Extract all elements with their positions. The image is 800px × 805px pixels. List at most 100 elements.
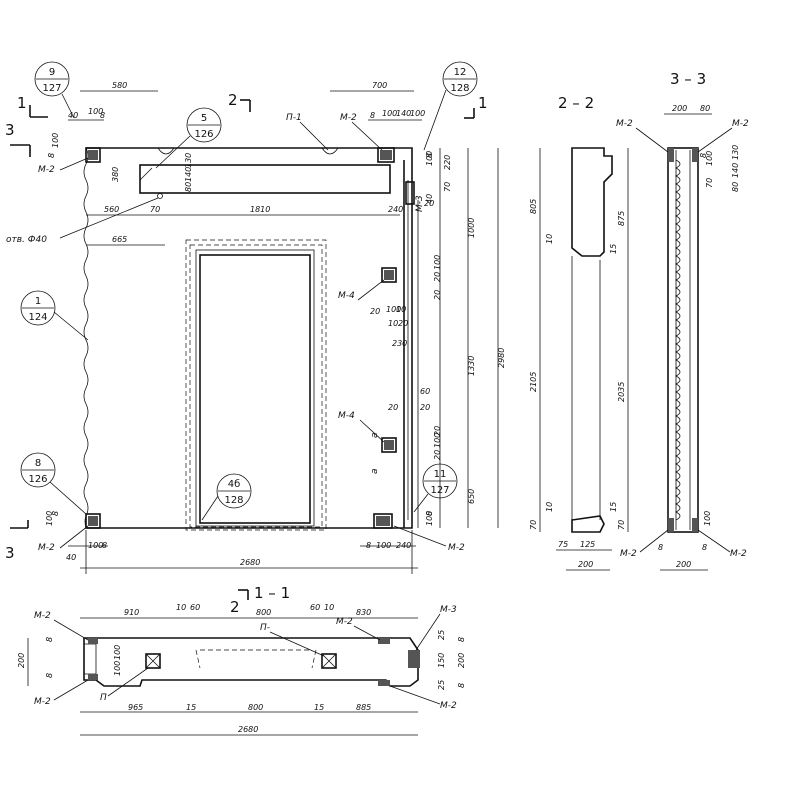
dim-1-1-r8: 8: [457, 637, 466, 642]
section-3-3-plate-tl: [668, 148, 674, 162]
hole-d40: [157, 193, 163, 199]
dim-1-1-885: 885: [356, 703, 371, 712]
section-1-1-plate-pshort: [321, 653, 337, 669]
dim-2105: 2105: [529, 372, 538, 392]
dim-bl-8b: 8: [102, 541, 107, 550]
callout-1-124: 1 124: [20, 290, 89, 341]
dim-3-3-8: 8: [699, 153, 708, 158]
dim-r-650: 650: [467, 489, 476, 504]
dim-805: 805: [529, 199, 538, 214]
leader-1-1-m2-tr: [353, 625, 381, 641]
leader-1-1-m2-bl: [53, 679, 89, 701]
dim-top-140: 140: [396, 109, 411, 118]
callout-9-127: 9 127: [34, 61, 75, 119]
dim-m4-20d: 20: [398, 319, 408, 328]
dim-665: 665: [112, 235, 127, 244]
svg-text:4б: 4б: [228, 479, 241, 490]
dim-top-8: 8: [100, 111, 105, 120]
dim-3-3-130: 130: [731, 145, 740, 160]
section-1-1-dash-2: [311, 649, 317, 669]
dim-top-m2-100: 100: [382, 109, 397, 118]
dim-1810: 1810: [250, 205, 270, 214]
dim-1-1-830: 830: [356, 608, 371, 617]
lifting-loop-p1: [321, 147, 339, 155]
cut-3-bottom-label: 3: [5, 544, 15, 562]
svg-text:1: 1: [35, 296, 41, 307]
label-m3: М-3: [415, 195, 425, 212]
dim-1-1-r8b: 8: [457, 683, 466, 688]
section-1-1-plate-m2-br: [378, 680, 390, 686]
dim-br-8: 8: [366, 541, 371, 550]
label-3-3-m2-left: М-2: [616, 119, 633, 129]
dim-2035: 2035: [617, 382, 626, 402]
dim-m4-100: 100: [433, 255, 442, 270]
door-opening: [199, 254, 311, 524]
title-3-3: 3 – 3: [670, 70, 706, 88]
dim-1-1-800b: 800: [248, 703, 263, 712]
label-3-3-m2-bl: М-2: [620, 549, 637, 559]
label-1-1-p-short: П-: [260, 623, 270, 633]
plate-m4-lower-fill: [384, 440, 394, 450]
leader-m2-top-right: [351, 121, 383, 151]
svg-text:5: 5: [201, 113, 207, 124]
dim-top-m2-8: 8: [370, 111, 375, 120]
section-1-1-plate-m3: [408, 650, 420, 668]
plate-m4-lower: [381, 437, 397, 453]
dim-10: 10: [545, 234, 554, 244]
label-a-1: а: [370, 432, 380, 438]
leader-m2-top-left: [59, 157, 89, 171]
cut-3-label: 3: [5, 121, 15, 139]
leader-m2-bottom-right: [393, 525, 447, 547]
dim-3-3-80v: 80: [731, 182, 740, 192]
label-3-3-m2-br: М-2: [730, 549, 747, 559]
leader-1-1-m2-tl: [53, 619, 89, 641]
dim-75: 75: [558, 540, 568, 549]
dim-top-40: 40: [68, 111, 78, 120]
svg-text:127: 127: [42, 83, 61, 94]
dim-m4-20: 20: [433, 272, 442, 282]
leader-p1: [299, 121, 329, 151]
dim-3-3-80: 80: [700, 104, 710, 113]
label-a-2: а: [370, 468, 380, 474]
label-m2-bottom-right: М-2: [448, 543, 465, 553]
dim-70: 70: [150, 205, 160, 214]
dim-3-3-b100: 100: [703, 511, 712, 526]
cut-2-label: 2: [228, 91, 238, 109]
dim-3-3-200: 200: [672, 104, 687, 113]
dim-br-100: 100: [376, 541, 391, 550]
label-m2-top-left: М-2: [38, 165, 55, 175]
dim-r-70: 70: [443, 182, 452, 192]
label-p1: П-1: [286, 113, 302, 123]
svg-text:9: 9: [49, 67, 55, 78]
dim-1-1-l200: 200: [17, 653, 26, 668]
dim-left-8: 8: [47, 153, 56, 158]
dim-r-1000: 1000: [467, 218, 476, 238]
section-1-1-plate-m2-bl: [88, 674, 98, 680]
label-1-1-m2-br: М-2: [440, 701, 457, 711]
dim-875: 875: [617, 211, 626, 226]
svg-text:8: 8: [35, 458, 41, 469]
label-m2-bottom-left: М-2: [38, 543, 55, 553]
dim-r-20: 20: [424, 199, 434, 208]
dim-m4-10: 10: [396, 305, 406, 314]
section-1-1-left-notch: [84, 643, 97, 675]
plate-m4-upper: [381, 267, 397, 283]
dim-140: 140: [184, 167, 193, 182]
label-m4-lower: М-4: [338, 411, 355, 421]
section-1-1-plate-ps-x2: [321, 653, 337, 669]
plate-m2-top-right: [377, 147, 395, 163]
section-2-2-top-shape: [571, 147, 613, 257]
dim-br-8v: 8: [425, 511, 434, 516]
lintel-end: [139, 167, 153, 193]
dim-1-1-965: 965: [128, 703, 143, 712]
dim-1-1-15: 15: [186, 703, 196, 712]
plate-m2-top-left-fill: [88, 150, 98, 160]
callout-5-126: 5 126: [155, 107, 222, 169]
dim-70b: 70: [617, 520, 626, 530]
dim-br-100v: 100: [425, 511, 434, 526]
leader-3-3-m2-left: [635, 127, 669, 153]
cut-1-right-label: 1: [478, 94, 488, 112]
dim-r-2980: 2980: [497, 348, 506, 368]
section-3-3-joint: [675, 159, 681, 521]
dim-1-1-l100: 100: [113, 645, 122, 660]
